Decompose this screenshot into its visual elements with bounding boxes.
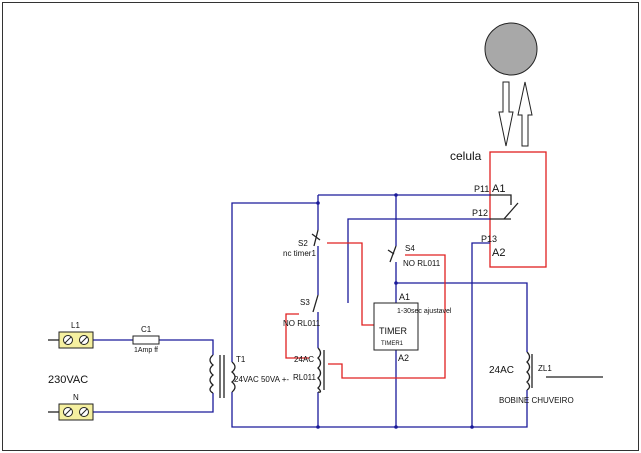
p12-label: P12 <box>472 208 488 218</box>
celula-contact <box>490 194 519 220</box>
timer-id-label: TIMER1 <box>381 341 404 347</box>
c1-label: C1 <box>141 325 152 334</box>
switch-s3 <box>312 294 319 313</box>
s4-label: S4 <box>405 244 415 253</box>
timer-range-label: 1-30sec ajustavel <box>397 308 452 315</box>
zl1-coil <box>526 351 603 391</box>
photocell-sensor <box>484 22 538 147</box>
red-wiring <box>285 242 446 379</box>
zl1-desc: BOBINE CHUVEIRO <box>499 396 574 405</box>
s4-desc: NO RL011 <box>403 259 441 268</box>
relay-voltage-label: 24AC <box>294 355 314 364</box>
coil-voltage-label: 24AC <box>489 365 514 376</box>
s2-label: S2 <box>298 239 308 248</box>
mains-voltage-label: 230VAC <box>48 374 88 386</box>
a1-cell-label: A1 <box>492 183 505 195</box>
t1-rating: 24VAC 50VA +- <box>234 375 289 384</box>
fuse-c1 <box>132 335 160 345</box>
up-arrow-icon <box>517 81 533 147</box>
blue-wiring <box>93 194 528 428</box>
timer-name-label: TIMER <box>379 326 407 336</box>
t1-label: T1 <box>236 355 246 364</box>
junction-dots <box>316 193 474 429</box>
l1-label: L1 <box>71 321 80 330</box>
switch-s4 <box>387 245 397 263</box>
s3-desc: NO RL011 <box>283 319 321 328</box>
transformer-t1 <box>209 354 236 398</box>
celula-label: celula <box>450 149 482 163</box>
p13-label: P13 <box>481 234 497 244</box>
p11-label: P11 <box>474 184 489 194</box>
s3-label: S3 <box>300 298 310 307</box>
zl1-label: ZL1 <box>538 364 552 373</box>
terminal-l1 <box>48 331 94 349</box>
celula-box <box>489 151 547 268</box>
relay-coil <box>317 347 325 393</box>
switch-s2 <box>311 229 321 247</box>
s2-desc: nc timer1 <box>283 249 316 258</box>
a2-timer-label: A2 <box>398 353 409 363</box>
sensor-disc <box>484 22 538 76</box>
timer-box <box>373 302 419 351</box>
a1-timer-label: A1 <box>399 292 410 302</box>
c1-rating: 1Amp ff <box>134 347 158 354</box>
terminal-n <box>48 403 94 421</box>
relay-id-label: RL011 <box>293 373 317 382</box>
a2-cell-label: A2 <box>492 247 505 259</box>
neutral-label: N <box>73 393 79 402</box>
down-arrow-icon <box>498 81 514 147</box>
